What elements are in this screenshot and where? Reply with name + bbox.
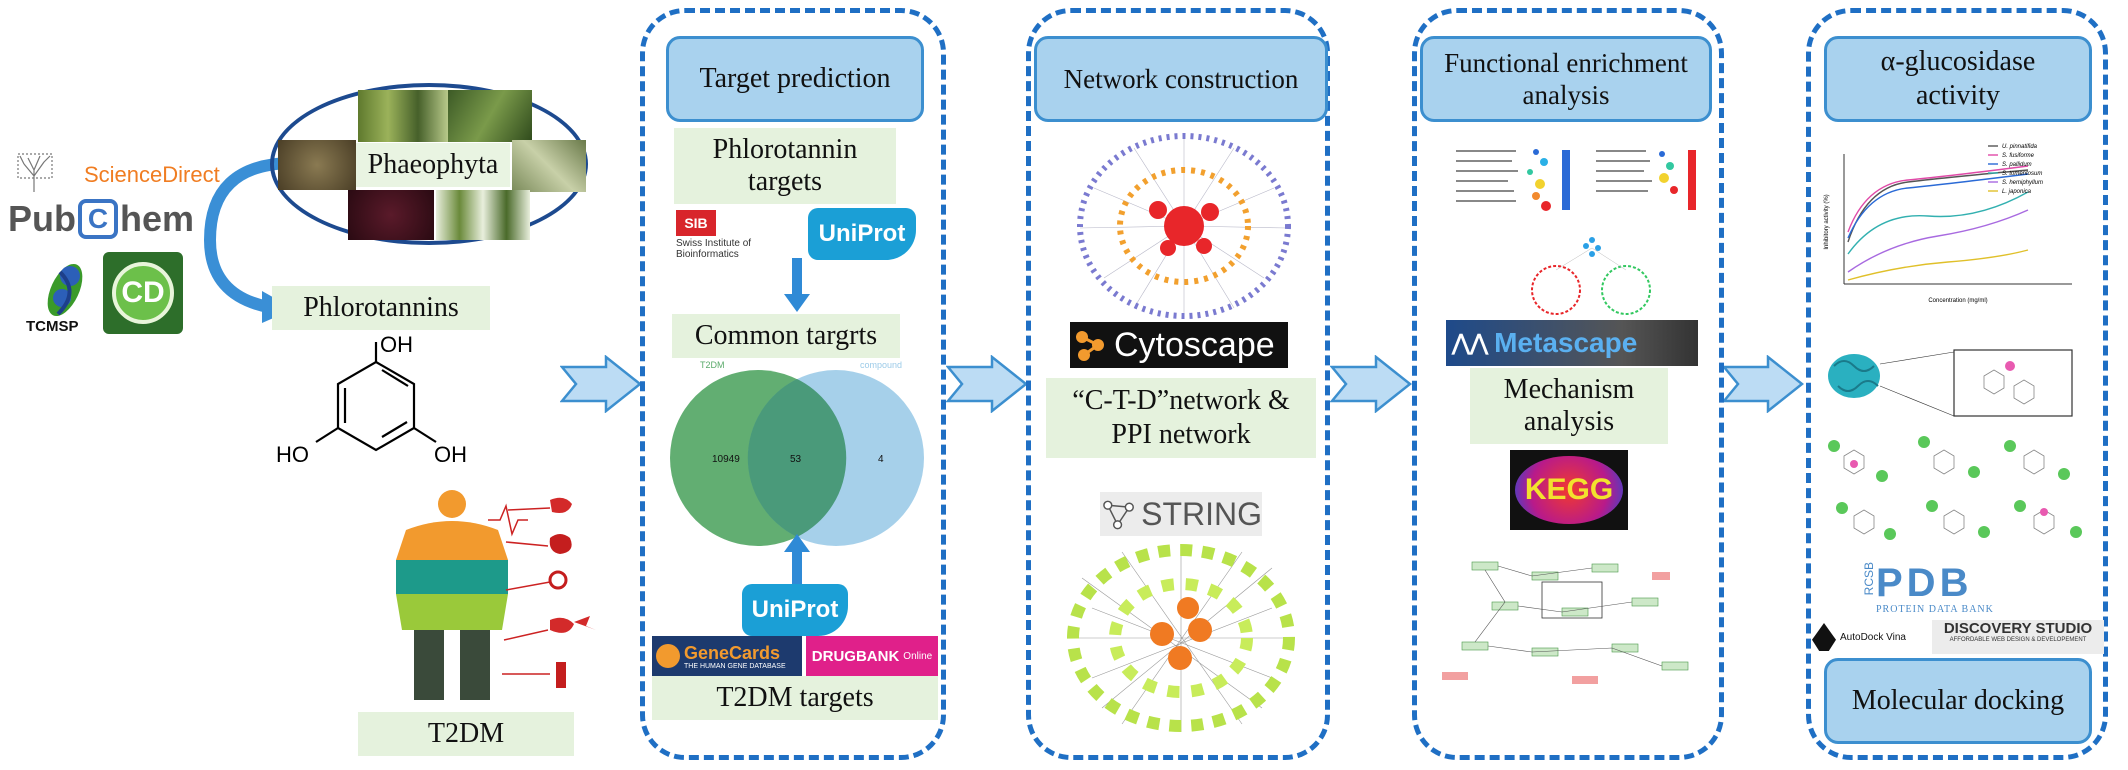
oh-top-label: OH [380,332,413,357]
seaweed-photo-4 [512,140,586,192]
mechanism-analysis-label: Mechanism analysis [1470,368,1668,444]
tcmsp-label: TCMSP [26,318,79,335]
target-prediction-title: Target prediction [666,36,924,122]
functional-enrichment-title: Functional enrichment analysis [1420,36,1712,122]
venn-diagram: T2DM compound 10949 53 4 [670,360,924,546]
drugbank-online: Online [903,650,933,662]
drugbank-text: DRUGBANK [811,647,900,665]
sib-logo-mark: SIB [676,210,716,236]
ppi-network-graph [1067,544,1295,732]
common-targets-label: Common targrts [672,314,900,358]
uniprot-logo-bottom: UniProt [742,584,848,636]
pubchem-hex-icon: C [78,199,118,239]
string-icon [1103,500,1134,530]
legend-item: S. tomentosum [2002,171,2042,177]
genecards-text: GeneCards [684,642,781,663]
venn-compound-label: compound [860,360,902,370]
arrow-up-icon [784,534,810,588]
phlorotannin-targets-label: Phlorotannin targets [674,128,896,204]
docking-figures [1828,349,2082,540]
tcmsp-logo-icon [47,263,83,317]
seaweed-photo-6 [436,190,530,240]
glucosidase-title: α-glucosidase activity [1824,36,2092,122]
target-prediction-panel [640,8,946,760]
kegg-ellipse: KEGG [1515,456,1623,524]
seaweed-photo-3 [278,140,356,190]
venn-overlap: 53 [790,454,802,465]
seaweed-photo-5 [348,190,434,240]
network-construction-panel [1026,8,1330,760]
venn-t2dm-label: T2DM [700,360,725,370]
enrichment-dot-plots [1456,149,1696,315]
pubchem-logo: Pub C hem [8,198,194,240]
genecards-logo: GeneCards THE HUMAN GENE DATABASE [652,636,802,676]
cytoscape-logo: Cytoscape [1070,322,1288,368]
sciencedirect-tree-icon [17,153,53,192]
seaweed-photo-1 [358,90,448,142]
discovery-studio-text: DISCOVERY STUDIO [1943,620,2093,637]
flow-arrow-icon [946,355,1028,413]
autodock-icon [1812,623,1836,651]
chart-y-axis-label: Inhibitory activity (%) [1824,194,1830,249]
arrow-down-icon [784,258,810,312]
pdb-logo: RCSB PDB PROTEIN DATA BANK [1862,562,2052,620]
genecards-subtext: THE HUMAN GENE DATABASE [684,662,786,670]
legend-item: U. pinnatifida [2002,144,2038,150]
phaeophyta-ellipse [270,83,588,245]
oh-right-label: OH [434,442,467,467]
glucosidase-panel [1806,8,2108,760]
rcsb-text: RCSB [1862,562,1876,596]
functional-enrichment-panel [1412,8,1724,760]
ctd-network-graph [1077,133,1291,319]
genecards-icon [656,644,680,668]
seaweed-photo-2 [448,90,532,142]
phlorotannins-label: Phlorotannins [272,286,490,330]
phaeophyta-label: Phaeophyta [356,143,510,187]
legend-item: S. fusiforme [2002,153,2035,159]
cd-logo: CD [103,252,183,334]
t2dm-label: T2DM [358,712,574,756]
autodock-logo: AutoDock Vina [1812,620,1932,654]
discovery-studio-logo: DISCOVERY STUDIO AFFORDABLE WEB DESIGN &… [1932,620,2104,654]
string-text: STRING [1141,495,1262,532]
pubchem-text-left: Pub [8,198,76,239]
sib-logo: SIB Swiss Institute of Bioinformatics [676,210,766,274]
flow-arrow-icon [1722,355,1804,413]
sib-logo-text: Swiss Institute of Bioinformatics [676,238,752,260]
venn-t2dm-only: 10949 [712,454,740,465]
ctd-network-label: “C-T-D”network & PPI network [1046,378,1316,458]
flow-arrow-icon [560,355,642,413]
t2dm-body-illustration [396,490,596,700]
metascape-icon: ⋀⋀ [1452,330,1489,355]
kegg-pathway-map [1442,561,1689,684]
pdb-text: PDB [1876,561,1973,605]
legend-item: S. pallidum [2002,162,2032,168]
autodock-text: AutoDock Vina [1840,631,1906,643]
pubchem-text-right: hem [120,198,195,239]
network-construction-title: Network construction [1034,36,1328,122]
discovery-studio-subtext: AFFORDABLE WEB DESIGN & DEVELOPEMENT [1949,637,2087,643]
venn-compound-only: 4 [878,454,884,465]
phloroglucinol-structure: OH HO OH [276,332,467,467]
drugbank-logo: DRUGBANK Online [806,636,938,676]
metascape-text: Metascape [1494,327,1638,358]
legend-item: S. hemiphyllum [2002,180,2043,186]
metascape-logo: ⋀⋀ Metascape [1446,320,1698,366]
sciencedirect-logo: ScienceDirect [84,162,220,187]
t2dm-targets-label: T2DM targets [652,676,938,720]
kegg-logo: KEGG [1510,450,1628,530]
chart-x-axis-label: Concentration (mg/ml) [1928,298,1987,304]
legend-item: L. japonica [2002,189,2032,195]
ho-left-label: HO [276,442,309,467]
cytoscape-icon [1076,331,1104,361]
inhibition-curve-chart: Inhibitory activity (%) Concentration (m… [1824,144,2072,304]
molecular-docking-title: Molecular docking [1824,658,2092,744]
pdb-subtext: PROTEIN DATA BANK [1876,604,1994,615]
uniprot-logo-top: UniProt [808,208,916,260]
cd-logo-inner: CD [112,262,174,324]
string-logo: STRING [1100,492,1262,536]
flow-arrow-icon [1330,355,1412,413]
cytoscape-text: Cytoscape [1114,325,1275,364]
